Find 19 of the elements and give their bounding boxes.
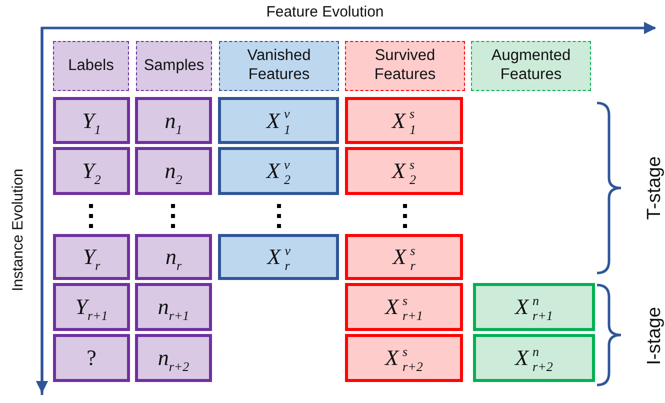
column-header: Labels (53, 41, 129, 91)
data-cell: Y$_{r}$ (53, 234, 130, 280)
column-header: Survived Features (345, 41, 465, 91)
stage-label: I-stage (644, 306, 665, 366)
data-cell: n$_{2}$ (135, 147, 212, 195)
data-cell: n$_{r}$ (135, 234, 212, 280)
data-cell: ? (53, 334, 130, 382)
data-cell: n$_{1}$ (135, 97, 212, 144)
data-cell: n$_{r+1}$ (135, 283, 212, 331)
stage-label: T-stage (644, 156, 665, 220)
column-header: Samples (136, 41, 212, 91)
axis-label: Feature Evolution (266, 4, 384, 20)
data-cell: Y$_{1}$ (53, 97, 130, 144)
column-header: Vanished Features (219, 41, 339, 91)
column-header: Augmented Features (471, 41, 591, 91)
data-cell: Y$_{2}$ (53, 147, 130, 195)
data-cell: n$_{r+2}$ (135, 334, 212, 382)
axis-label: Instance Evolution (10, 168, 26, 292)
data-cell: Y$_{r+1}$ (53, 283, 130, 331)
